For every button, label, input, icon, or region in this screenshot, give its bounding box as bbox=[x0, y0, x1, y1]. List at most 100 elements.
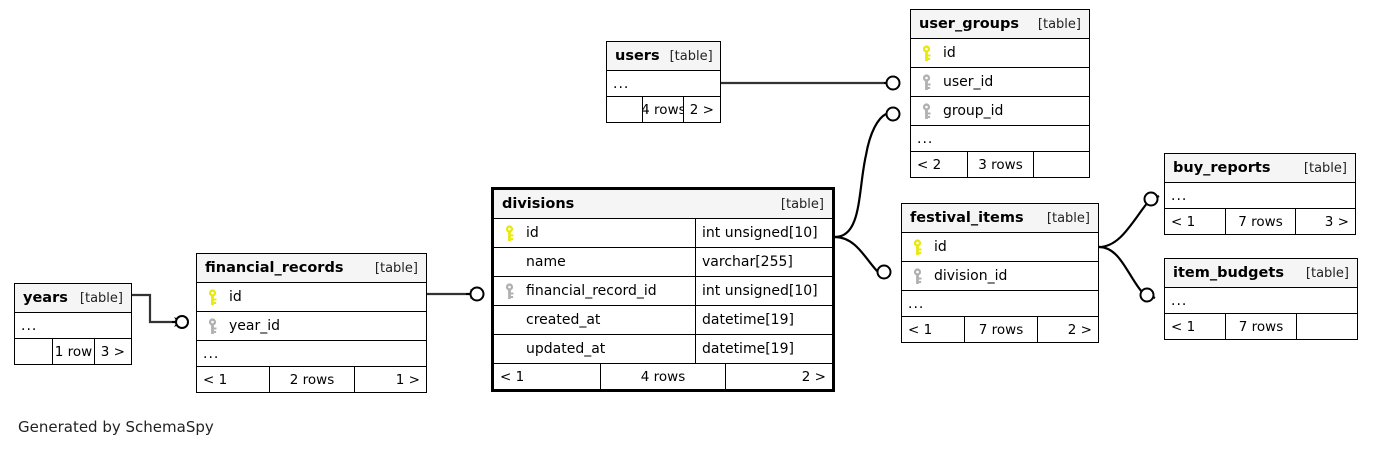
footer-parents-count[interactable] bbox=[15, 339, 52, 364]
column-row-division_id[interactable]: division_id bbox=[902, 262, 1098, 291]
table-type-tag: [table] bbox=[1303, 160, 1347, 176]
column-name-cell: name bbox=[494, 248, 695, 276]
table-type-tag: [table] bbox=[780, 196, 824, 212]
column-label: id bbox=[229, 289, 242, 305]
footer-children-count[interactable]: 2 > bbox=[725, 364, 832, 389]
footer-parents-count[interactable]: < 1 bbox=[1171, 318, 1196, 335]
table-title: item_budgets bbox=[1173, 265, 1284, 281]
footer-children-count[interactable]: 3 > bbox=[1295, 209, 1355, 234]
more-columns-ellipsis[interactable]: ... bbox=[1165, 288, 1357, 314]
primary-key-icon bbox=[917, 44, 935, 62]
foreign-key-icon bbox=[908, 267, 926, 285]
column-type: varchar[255] bbox=[695, 248, 832, 276]
column-label: group_id bbox=[943, 103, 1004, 119]
foreign-key-icon bbox=[917, 102, 935, 120]
table-node-user_groups[interactable]: user_groups[table]id user_id group_id... < … bbox=[910, 9, 1090, 178]
column-name-cell: year_id bbox=[197, 312, 426, 340]
footer-children-count[interactable]: 2 > bbox=[683, 97, 720, 122]
primary-key-icon bbox=[500, 224, 518, 242]
footer-row-count: 4 rows bbox=[642, 97, 683, 122]
column-label: id bbox=[943, 45, 956, 61]
footer-children-count[interactable]: 2 > bbox=[1037, 317, 1098, 342]
column-row-user_id[interactable]: user_id bbox=[911, 68, 1089, 97]
column-row-year_id[interactable]: year_id bbox=[197, 312, 426, 341]
footer-children-count[interactable] bbox=[1296, 314, 1357, 339]
column-name-cell: id bbox=[911, 39, 1089, 67]
column-name-cell: created_at bbox=[494, 306, 695, 334]
table-header-users: users [table] bbox=[607, 42, 720, 71]
footer-parents-count[interactable]: < 1 bbox=[203, 371, 228, 388]
footer-children-count[interactable]: 3 > bbox=[94, 339, 131, 364]
edge-users-user_groups bbox=[721, 75, 901, 91]
table-title: buy_reports bbox=[1173, 160, 1271, 176]
footer-parents-count[interactable]: < 1 bbox=[500, 368, 525, 385]
footer-row-count: 7 rows bbox=[1225, 314, 1296, 339]
column-name-cell: user_id bbox=[911, 68, 1089, 96]
column-label: financial_record_id bbox=[526, 283, 657, 299]
table-type-tag: [table] bbox=[669, 48, 713, 64]
edge-divisions-festival_items bbox=[834, 235, 892, 280]
table-title: users bbox=[615, 48, 660, 64]
column-label: division_id bbox=[934, 268, 1008, 284]
column-row-id[interactable]: id int unsigned[10] bbox=[494, 219, 832, 248]
column-row-id[interactable]: id bbox=[902, 233, 1098, 262]
footer-parents-count[interactable] bbox=[607, 97, 642, 122]
table-header-user_groups: user_groups[table] bbox=[911, 10, 1089, 39]
table-type-tag: [table] bbox=[374, 260, 418, 276]
primary-key-icon bbox=[908, 238, 926, 256]
foreign-key-icon bbox=[917, 73, 935, 91]
edge-financial_records-divisions bbox=[427, 286, 485, 302]
more-columns-ellipsis[interactable]: ... bbox=[902, 291, 1098, 317]
table-title: financial_records bbox=[205, 260, 344, 276]
table-node-item_budgets[interactable]: item_budgets [table]... < 1 7 rows bbox=[1164, 258, 1358, 340]
footer-parents-count[interactable]: < 1 bbox=[1171, 213, 1196, 230]
table-title: years bbox=[23, 290, 68, 306]
footer-children-count[interactable]: 1 > bbox=[354, 367, 426, 392]
table-node-financial_records[interactable]: financial_records [table] id year_id... < 1 2… bbox=[196, 253, 427, 393]
footer-row-count: 1 row bbox=[51, 339, 95, 364]
column-type: datetime[19] bbox=[695, 306, 832, 334]
more-columns-ellipsis[interactable]: ... bbox=[197, 341, 426, 367]
table-type-tag: [table] bbox=[1305, 265, 1349, 281]
footer-row-count: 7 rows bbox=[964, 317, 1037, 342]
foreign-key-icon bbox=[203, 317, 221, 335]
column-label: id bbox=[526, 225, 539, 241]
more-columns-ellipsis[interactable]: ... bbox=[15, 313, 131, 339]
more-columns-ellipsis[interactable]: ... bbox=[911, 126, 1089, 152]
table-title: divisions bbox=[502, 196, 575, 212]
column-name-cell: group_id bbox=[911, 97, 1089, 125]
column-type: int unsigned[10] bbox=[695, 219, 832, 247]
column-label: year_id bbox=[229, 318, 281, 334]
edge-festival_items-buy_reports bbox=[1098, 191, 1160, 249]
column-name-cell: id bbox=[902, 233, 1098, 261]
column-row-id[interactable]: id bbox=[911, 39, 1089, 68]
column-label: user_id bbox=[943, 74, 994, 90]
column-row-group_id[interactable]: group_id bbox=[911, 97, 1089, 126]
footer-children-count[interactable] bbox=[1033, 152, 1089, 177]
more-columns-ellipsis[interactable]: ... bbox=[1165, 183, 1355, 209]
table-header-festival_items: festival_items[table] bbox=[902, 204, 1098, 233]
column-name-cell: updated_at bbox=[494, 335, 695, 363]
column-row-id[interactable]: id bbox=[197, 283, 426, 312]
footer-parents-count[interactable]: < 2 bbox=[917, 156, 942, 173]
table-header-item_budgets: item_budgets [table] bbox=[1165, 259, 1357, 288]
footer-row-count: 2 rows bbox=[269, 367, 354, 392]
column-type: datetime[19] bbox=[695, 335, 832, 363]
more-columns-ellipsis[interactable]: ... bbox=[607, 71, 720, 97]
footer-parents-count[interactable]: < 1 bbox=[908, 321, 933, 338]
footer-row-count: 7 rows bbox=[1225, 209, 1295, 234]
foreign-key-icon bbox=[500, 282, 518, 300]
